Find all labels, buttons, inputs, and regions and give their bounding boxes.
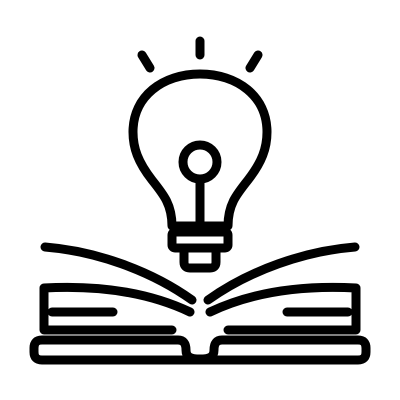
- open-book-icon: [29, 242, 371, 365]
- light-rays-icon: [137, 36, 263, 73]
- bulb-cap: [179, 243, 221, 273]
- ray-left: [137, 50, 155, 73]
- bulb-filament: [178, 140, 222, 184]
- bulb-socket: [167, 227, 233, 253]
- book-page-right-top: [203, 242, 360, 305]
- ray-right: [245, 50, 263, 73]
- book-page-left-top: [40, 242, 197, 305]
- book-cover: [29, 335, 371, 365]
- bulb-glass: [128, 69, 272, 231]
- light-bulb-icon: [128, 69, 272, 273]
- book-page-right: [205, 282, 361, 335]
- book-page-left: [39, 282, 195, 335]
